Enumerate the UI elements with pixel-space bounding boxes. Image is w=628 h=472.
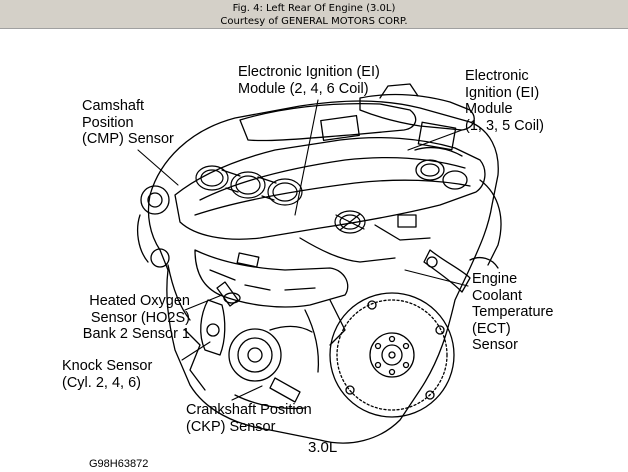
figure-title: Fig. 4: Left Rear Of Engine (3.0L) bbox=[232, 3, 396, 14]
coil-module-246 bbox=[320, 114, 360, 142]
flywheel bbox=[329, 292, 455, 418]
coil-module-135 bbox=[417, 121, 457, 151]
ho2s-sensor bbox=[216, 281, 239, 307]
right-bank-runners bbox=[414, 146, 468, 190]
figure-courtesy: Courtesy of GENERAL MOTORS CORP. bbox=[220, 16, 408, 27]
label-knock-sensor: Knock Sensor (Cyl. 2, 4, 6) bbox=[62, 358, 153, 391]
leader-ect bbox=[404, 269, 469, 287]
valve-cover-front bbox=[359, 93, 475, 131]
cmp-sensor-housing bbox=[140, 185, 170, 215]
right-pipe bbox=[479, 179, 502, 266]
crank-pulley bbox=[228, 328, 282, 382]
label-ect-sensor: Engine Coolant Temperature (ECT) Sensor bbox=[472, 271, 554, 353]
intake-runners bbox=[195, 165, 366, 234]
intake-plenum bbox=[174, 137, 486, 240]
valve-cover-rear bbox=[239, 103, 417, 142]
figure-caption: Fig. 4: Left Rear Of Engine (3.0L) Court… bbox=[0, 0, 628, 29]
leader-lines bbox=[137, 99, 469, 401]
engine-size-label: 3.0L bbox=[308, 439, 338, 456]
label-ckp-sensor: Crankshaft Position (CKP) Sensor bbox=[186, 402, 312, 435]
figure-id: G98H63872 bbox=[89, 458, 149, 470]
knock-sensor-body bbox=[200, 299, 226, 356]
label-cmp-sensor: Camshaft Position (CMP) Sensor bbox=[82, 98, 174, 147]
engine-block-outline bbox=[147, 100, 499, 444]
leader-knock bbox=[181, 341, 211, 361]
label-ho2s-sensor: Heated Oxygen Sensor (HO2S) Bank 2 Senso… bbox=[82, 293, 190, 342]
label-ei-module-135: Electronic Ignition (EI) Module (1, 3, 5… bbox=[465, 68, 544, 134]
left-pulley bbox=[150, 248, 170, 268]
leader-ckp bbox=[231, 385, 263, 401]
leader-ei-246 bbox=[294, 99, 319, 216]
ckp-sensor-body bbox=[269, 377, 301, 403]
leader-cmp bbox=[137, 149, 179, 186]
leader-ei-135 bbox=[407, 129, 463, 151]
leader-ho2s bbox=[184, 294, 223, 311]
coolant-hose bbox=[423, 249, 471, 293]
label-ei-module-246: Electronic Ignition (EI) Module (2, 4, 6… bbox=[238, 64, 380, 97]
exhaust-manifold bbox=[194, 249, 349, 308]
plenum-lower-rib bbox=[194, 179, 471, 216]
